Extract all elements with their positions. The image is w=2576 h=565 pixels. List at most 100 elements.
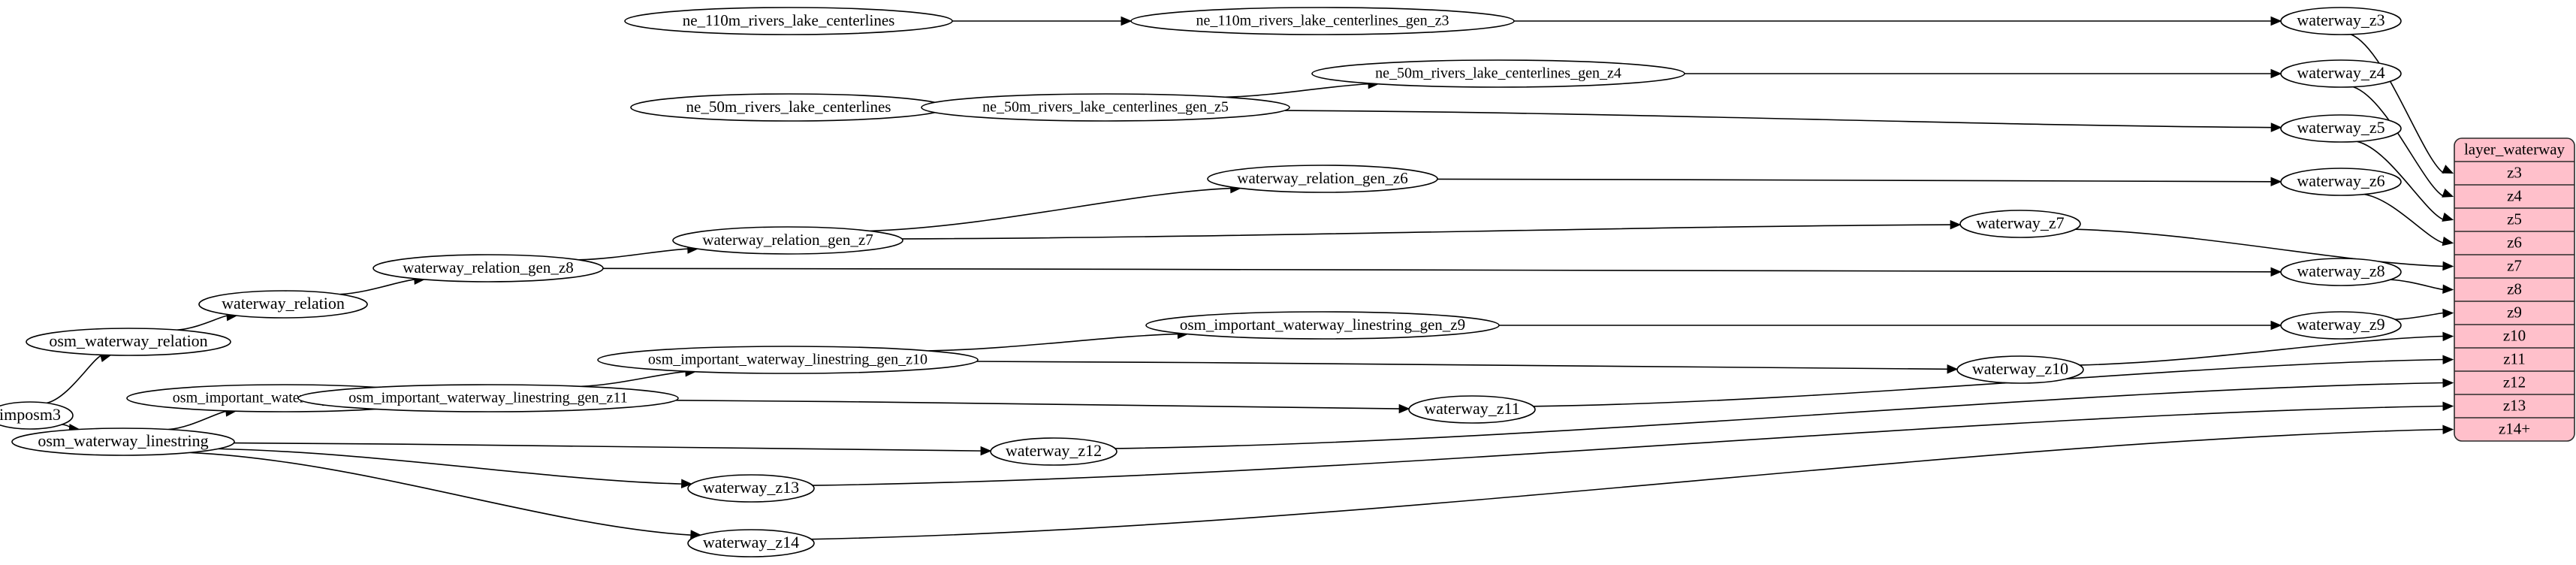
node-label: waterway_z5 xyxy=(2297,118,2384,137)
node-ellipse[interactable] xyxy=(297,384,679,412)
record-row-z9[interactable]: z9 xyxy=(2507,303,2522,321)
graph-node-imposm3[interactable]: imposm3 xyxy=(0,401,74,430)
record-row-z4[interactable]: z4 xyxy=(2507,186,2522,204)
record-row-z8[interactable]: z8 xyxy=(2507,279,2522,298)
graph-edge xyxy=(1284,110,2273,128)
record-row-z13[interactable]: z13 xyxy=(2503,396,2526,414)
graph-edge xyxy=(675,400,1401,409)
graph-node-waterway_z3[interactable]: waterway_z3 xyxy=(2280,7,2402,35)
record-row-z11[interactable]: z11 xyxy=(2503,349,2526,367)
node-ellipse[interactable] xyxy=(1130,7,1515,35)
node-ellipse[interactable] xyxy=(198,290,368,319)
graph-node-waterway_z4[interactable]: waterway_z4 xyxy=(2280,59,2402,88)
node-ellipse[interactable] xyxy=(1207,165,1438,193)
graph-node-waterway_z8[interactable]: waterway_z8 xyxy=(2280,258,2402,286)
record-row-z14+[interactable]: z14+ xyxy=(2499,419,2530,437)
graph-node-waterway_z14[interactable]: waterway_z14 xyxy=(687,529,815,557)
node-ellipse[interactable] xyxy=(2280,7,2402,35)
node-label: waterway_z8 xyxy=(2297,261,2384,280)
graph-node-waterway_z6[interactable]: waterway_z6 xyxy=(2280,168,2402,196)
graph-node-waterway_z9[interactable]: waterway_z9 xyxy=(2280,311,2402,340)
graph-node-osm_important_waterway_linestring_gen_z10[interactable]: osm_important_waterway_linestring_gen_z1… xyxy=(597,346,979,374)
edge-arrowhead xyxy=(2442,425,2454,435)
node-ellipse[interactable] xyxy=(624,7,953,35)
edge-arrowhead xyxy=(2442,355,2454,364)
graph-node-osm_waterway_linestring[interactable]: osm_waterway_linestring xyxy=(11,428,235,456)
graph-edge xyxy=(2080,335,2445,366)
graph-edge xyxy=(811,428,2445,540)
node-ellipse[interactable] xyxy=(1145,311,1500,340)
record-row-z6[interactable]: z6 xyxy=(2507,233,2522,251)
graph-edge xyxy=(168,410,228,431)
edge-arrowhead xyxy=(2270,68,2282,79)
edges-layer xyxy=(46,16,2454,540)
node-ellipse[interactable] xyxy=(26,328,231,356)
graph-node-waterway_relation_gen_z8[interactable]: waterway_relation_gen_z8 xyxy=(373,254,604,282)
node-ellipse[interactable] xyxy=(2280,168,2402,196)
edge-arrowhead xyxy=(1398,403,1410,414)
node-ellipse[interactable] xyxy=(2280,311,2402,340)
node-label: ne_50m_rivers_lake_centerlines_gen_z4 xyxy=(1375,65,1621,82)
node-label: waterway_relation_gen_z6 xyxy=(1237,169,1407,187)
node-ellipse[interactable] xyxy=(373,254,604,282)
graph-node-waterway_relation_gen_z6[interactable]: waterway_relation_gen_z6 xyxy=(1207,165,1438,193)
node-ellipse[interactable] xyxy=(0,401,74,430)
record-row-z5[interactable]: z5 xyxy=(2507,210,2522,228)
node-label: ne_110m_rivers_lake_centerlines xyxy=(683,11,895,29)
graph-node-waterway_z5[interactable]: waterway_z5 xyxy=(2280,114,2402,143)
node-ellipse[interactable] xyxy=(597,346,979,374)
node-label: waterway_z3 xyxy=(2297,11,2384,29)
graph-node-waterway_relation_gen_z7[interactable]: waterway_relation_gen_z7 xyxy=(672,226,903,255)
node-ellipse[interactable] xyxy=(1311,59,1685,88)
graph-edge xyxy=(2363,193,2445,244)
node-ellipse[interactable] xyxy=(2280,114,2402,143)
node-ellipse[interactable] xyxy=(687,474,815,503)
graph-node-osm_important_waterway_linestring_gen_z9[interactable]: osm_important_waterway_linestring_gen_z9 xyxy=(1145,311,1500,340)
graph-node-ne_50m_rivers_lake_centerlines_gen_z5[interactable]: ne_50m_rivers_lake_centerlines_gen_z5 xyxy=(921,93,1290,122)
graph-edge xyxy=(339,279,415,295)
edge-arrowhead xyxy=(2442,212,2454,222)
node-ellipse[interactable] xyxy=(1959,210,2081,238)
graph-edge xyxy=(2394,312,2445,320)
node-ellipse[interactable] xyxy=(687,529,815,557)
node-ellipse[interactable] xyxy=(1408,395,1536,424)
node-ellipse[interactable] xyxy=(2280,59,2402,88)
node-label: imposm3 xyxy=(0,405,61,424)
node-ellipse[interactable] xyxy=(672,226,903,255)
nodes-layer: imposm3 osm_waterway_relation osm_waterway… xyxy=(0,7,2402,557)
graph-node-osm_important_waterway_linestring_gen_z11[interactable]: osm_important_waterway_linestring_gen_z1… xyxy=(297,384,679,412)
edge-arrowhead xyxy=(2270,16,2282,26)
graph-node-ne_110m_rivers_lake_centerlines_gen_z3[interactable]: ne_110m_rivers_lake_centerlines_gen_z3 xyxy=(1130,7,1515,35)
graph-node-osm_waterway_relation[interactable]: osm_waterway_relation xyxy=(26,328,231,356)
graph-node-ne_50m_rivers_lake_centerlines[interactable]: ne_50m_rivers_lake_centerlines xyxy=(630,93,947,122)
node-ellipse[interactable] xyxy=(11,428,235,456)
node-label: waterway_z7 xyxy=(1976,213,2064,232)
node-label: waterway_relation xyxy=(222,294,345,313)
record-box[interactable] xyxy=(2454,137,2575,442)
node-ellipse[interactable] xyxy=(990,437,1118,466)
graph-edge xyxy=(1225,83,1370,98)
graph-node-waterway_z7[interactable]: waterway_z7 xyxy=(1959,210,2081,238)
node-ellipse[interactable] xyxy=(921,93,1290,122)
node-ellipse[interactable] xyxy=(2280,258,2402,286)
record-row-z10[interactable]: z10 xyxy=(2503,326,2526,344)
graph-node-waterway_z10[interactable]: waterway_z10 xyxy=(1956,355,2084,384)
graph-node-waterway_relation[interactable]: waterway_relation xyxy=(198,290,368,319)
node-ellipse[interactable] xyxy=(1956,355,2084,384)
node-label: waterway_z12 xyxy=(1006,441,1102,460)
graph-edge xyxy=(581,370,686,388)
graph-node-waterway_z12[interactable]: waterway_z12 xyxy=(990,437,1118,466)
graph-node-waterway_z11[interactable]: waterway_z11 xyxy=(1408,395,1536,424)
node-label: osm_waterway_linestring xyxy=(38,431,208,450)
graph-node-waterway_z13[interactable]: waterway_z13 xyxy=(687,474,815,503)
graph-node-ne_110m_rivers_lake_centerlines[interactable]: ne_110m_rivers_lake_centerlines xyxy=(624,7,953,35)
graph-node-ne_50m_rivers_lake_centerlines_gen_z4[interactable]: ne_50m_rivers_lake_centerlines_gen_z4 xyxy=(1311,59,1685,88)
record-row-z3[interactable]: z3 xyxy=(2507,163,2522,181)
edge-arrowhead xyxy=(2442,378,2454,388)
graph-edge xyxy=(928,333,1179,352)
record-row-z12[interactable]: z12 xyxy=(2503,373,2526,391)
record-node-layer-waterway[interactable]: layer_waterwayz3z4z5z6z7z8z9z10z11z12z13… xyxy=(2454,137,2575,442)
record-row-z7[interactable]: z7 xyxy=(2507,256,2522,274)
node-label: waterway_z6 xyxy=(2297,171,2384,190)
edge-arrowhead xyxy=(2270,267,2282,277)
